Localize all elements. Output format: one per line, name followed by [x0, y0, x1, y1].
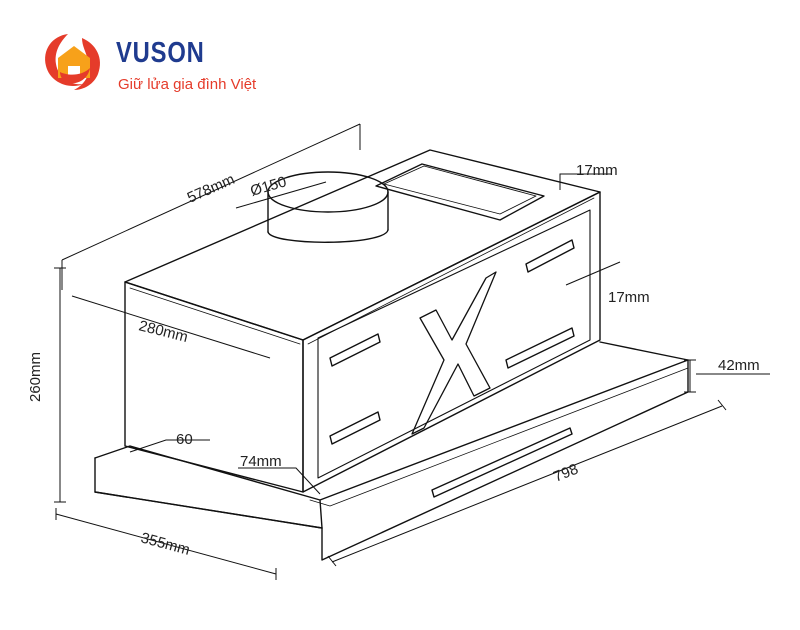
brand-name: VUSON: [116, 37, 205, 69]
hood-drawing: [94, 149, 689, 561]
label-height: 260mm: [27, 352, 44, 402]
label-front-inset: 74mm: [240, 453, 282, 470]
label-depth-total: 578mm: [185, 171, 238, 207]
duct-top: [267, 171, 389, 213]
slot-3: [525, 239, 575, 273]
base-plate-top: [94, 359, 689, 529]
slot-1: [329, 333, 381, 367]
base-plate-front: [94, 491, 323, 529]
label-side-gap-right: 17mm: [608, 289, 650, 306]
label-front-offset: 60: [176, 431, 193, 448]
front-slot: [431, 427, 573, 498]
brand-tagline: Giữ lửa gia đình Việt: [118, 76, 257, 93]
duct-bottom: [267, 229, 389, 243]
slot-2: [329, 411, 381, 445]
slot-4: [505, 327, 575, 369]
x-emblem: [411, 271, 497, 435]
label-panel-height: 42mm: [718, 357, 760, 374]
brand-logo: VUSON Giữ lửa gia đình Việt: [38, 28, 298, 100]
flame-house-icon: [45, 34, 101, 90]
body-top-inner: [129, 197, 595, 345]
body-top-face: [124, 149, 601, 341]
base-plate-inner: [309, 367, 689, 507]
label-body-depth: 280mm: [137, 317, 190, 346]
label-side-gap-top: 17mm: [576, 162, 618, 179]
base-plate: [94, 341, 689, 561]
label-panel-depth: 355mm: [139, 529, 192, 558]
body-front-face: [302, 191, 601, 493]
flap-inner: [383, 165, 537, 215]
front-panel-frame: [317, 209, 591, 479]
dimension-lines: [54, 123, 770, 580]
flap-plate: [375, 163, 545, 221]
